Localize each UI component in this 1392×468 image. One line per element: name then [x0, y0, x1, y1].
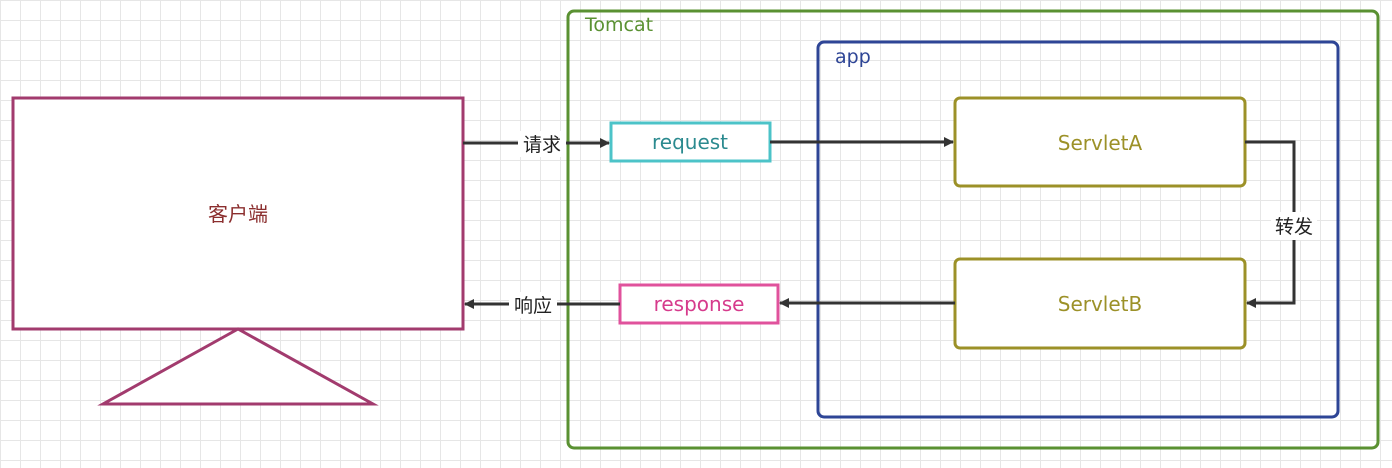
- response-arrow-label: 响应: [514, 295, 552, 317]
- response-arrow-label-bg: [509, 292, 557, 318]
- servlet-a-label: ServletA: [1058, 131, 1143, 155]
- response-box: [618, 283, 780, 325]
- client-stand: [97, 327, 379, 406]
- request-label: request: [652, 130, 728, 154]
- tomcat-container: [566, 9, 1380, 450]
- response-label: response: [654, 292, 745, 316]
- tomcat-label: Tomcat: [584, 14, 653, 36]
- forward-arrow-label: 转发: [1275, 216, 1313, 238]
- client-label: 客户端: [208, 202, 268, 226]
- client-screen: [11, 96, 465, 331]
- app-label: app: [835, 46, 871, 68]
- request-box: [609, 121, 772, 163]
- client-monitor: 客户端: [11, 96, 465, 406]
- request-arrow-label-bg: [518, 131, 566, 157]
- request-arrow-label: 请求: [523, 134, 561, 156]
- forward-arrow-label-bg: [1271, 212, 1317, 240]
- app-container: [816, 40, 1340, 419]
- servlet-b-label: ServletB: [1058, 292, 1142, 316]
